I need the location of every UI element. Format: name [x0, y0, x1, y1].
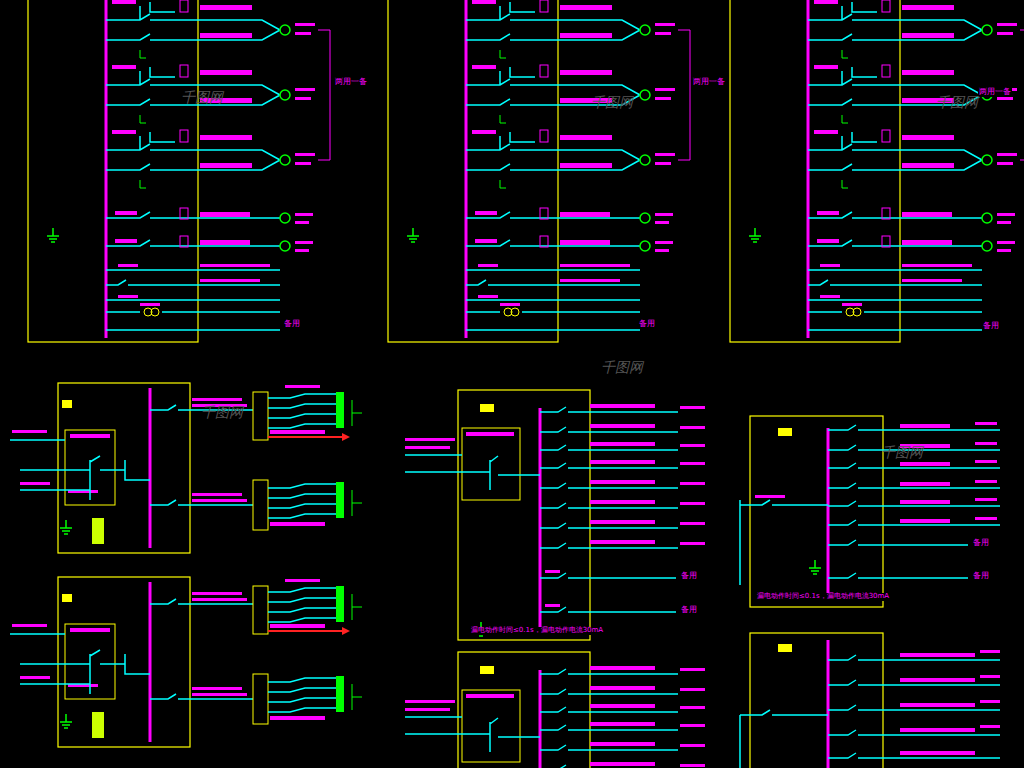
watermark: 千图网 [600, 360, 644, 375]
distribution-panel [388, 0, 690, 342]
distribution-panel [28, 0, 330, 342]
group-note: 两用一备 [978, 88, 1012, 97]
circuit-label: 备用 [283, 320, 301, 329]
distribution-panel [740, 416, 1000, 607]
distribution-panel [730, 0, 1024, 342]
circuit-label: 备用 [638, 320, 656, 329]
circuit-label: 备用 [680, 572, 698, 581]
distribution-panel [740, 633, 1000, 768]
watermark: 千图网 [880, 445, 924, 460]
circuit-label: 备用 [972, 572, 990, 581]
watermark: 千图网 [590, 95, 634, 110]
circuit-label: 备用 [982, 322, 1000, 331]
circuit-label: 备用 [680, 606, 698, 615]
distribution-panel [405, 390, 705, 640]
distribution-panel [10, 577, 362, 747]
distribution-panel [10, 383, 362, 553]
watermark: 千图网 [180, 90, 224, 105]
watermark: 千图网 [935, 95, 979, 110]
group-note: 两用一备 [692, 78, 726, 87]
watermark: 千图网 [200, 405, 244, 420]
panel-note: 漏电动作时间≤0.1s，漏电动作电流30mA [470, 627, 604, 635]
panel-note: 漏电动作时间≤0.1s，漏电动作电流30mA [756, 593, 890, 601]
circuit-label: 备用 [972, 539, 990, 548]
distribution-panel [405, 652, 705, 768]
group-note: 两用一备 [334, 78, 368, 87]
